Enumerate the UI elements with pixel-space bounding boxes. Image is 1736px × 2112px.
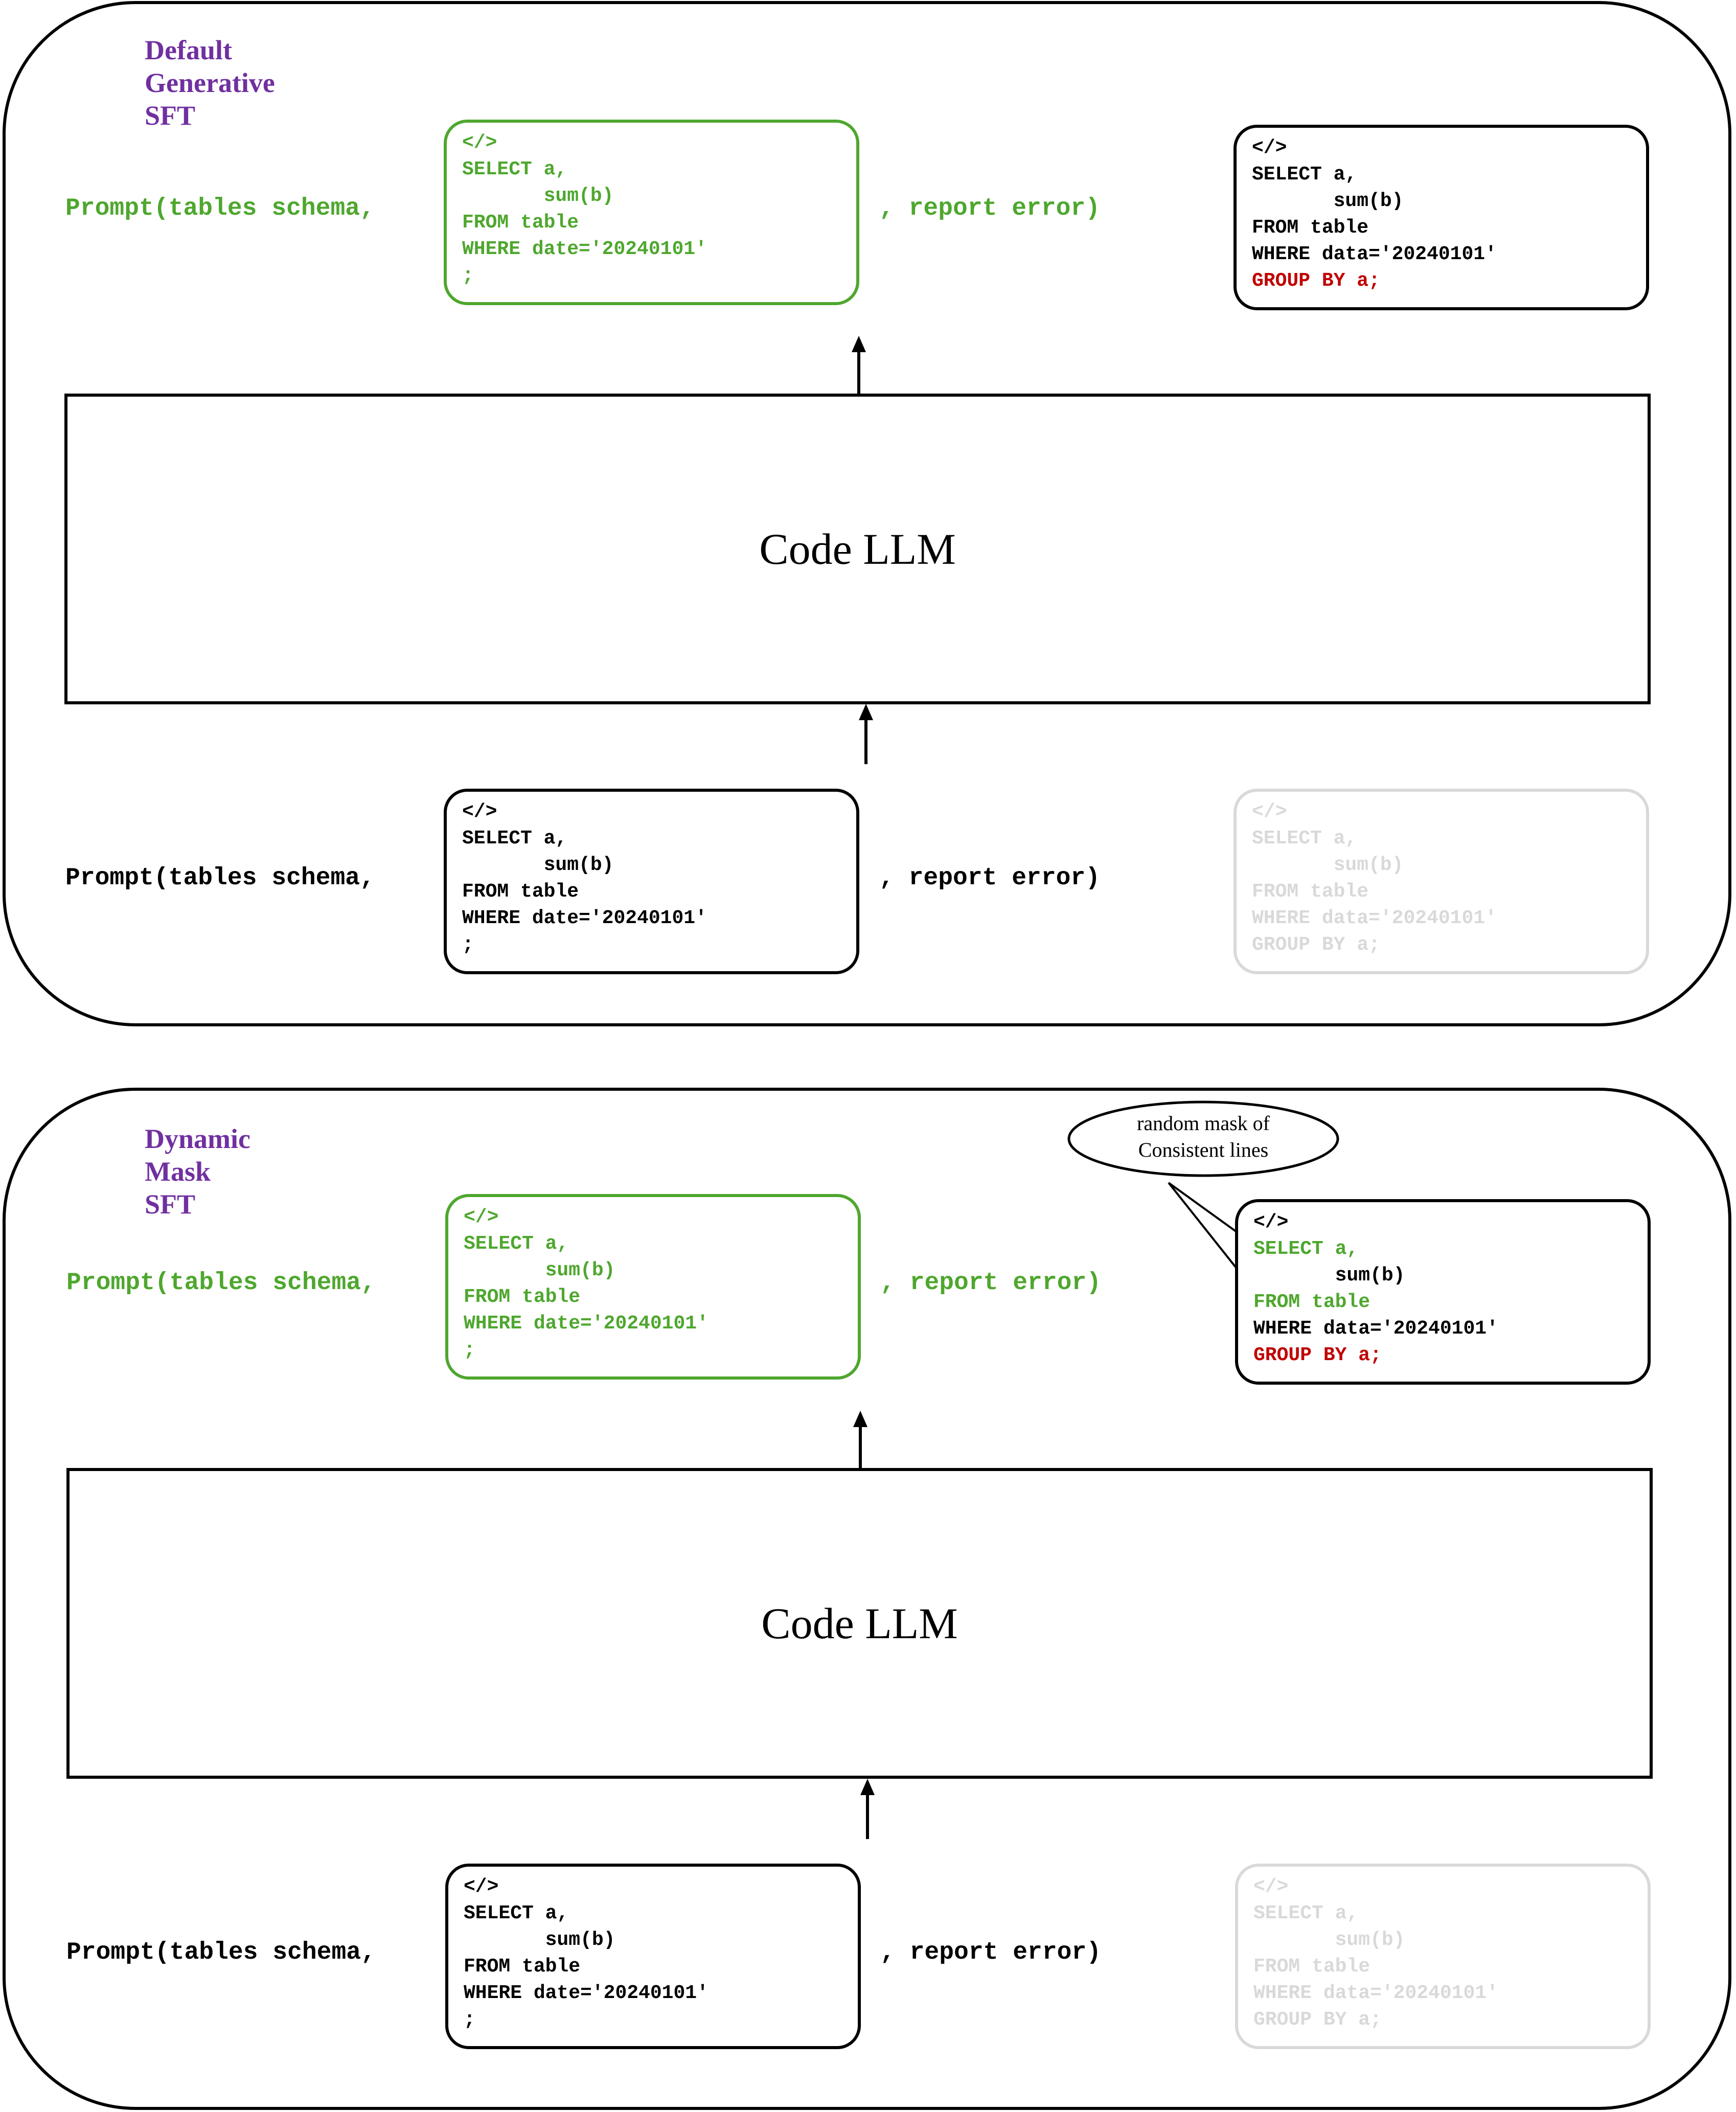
prompt-prefix: Prompt(tables schema,	[66, 1269, 376, 1297]
code-llm-box: Code LLM	[66, 1468, 1653, 1779]
code-box-erroneous: </> SELECT a, sum(b) FROM table WHERE da…	[1234, 125, 1649, 310]
code-llm-label: Code LLM	[761, 1599, 958, 1648]
callout-text: random mask of Consistent lines	[1137, 1112, 1270, 1161]
code-box-faded: </> SELECT a, sum(b) FROM table WHERE da…	[1235, 1864, 1651, 2049]
arrow-output	[853, 1411, 867, 1468]
prompt-prefix: Prompt(tables schema,	[65, 195, 375, 222]
code-box-target: </> SELECT a, sum(b) FROM table WHERE da…	[444, 120, 859, 305]
code-box-faded: </> SELECT a, sum(b) FROM table WHERE da…	[1234, 789, 1649, 974]
code-box-input: </> SELECT a, sum(b) FROM table WHERE da…	[444, 789, 859, 974]
prompt-suffix: , report error)	[880, 1269, 1102, 1297]
prompt-prefix: Prompt(tables schema,	[66, 1939, 376, 1966]
arrow-input	[859, 704, 873, 764]
prompt-suffix: , report error)	[879, 195, 1101, 222]
prompt-suffix: , report error)	[879, 864, 1101, 892]
code-box-masked: </> SELECT a, sum(b) FROM table WHERE da…	[1235, 1199, 1651, 1385]
prompt-prefix: Prompt(tables schema,	[65, 864, 375, 892]
panel-title-dynamic-mask-sft: Dynamic Mask SFT	[145, 1123, 250, 1220]
arrow-input	[860, 1779, 875, 1839]
prompt-suffix: , report error)	[880, 1939, 1102, 1966]
code-box-target: </> SELECT a, sum(b) FROM table WHERE da…	[445, 1194, 861, 1380]
arrow-output	[852, 336, 866, 394]
panel-title-default-generative-sft: Default Generative SFT	[145, 35, 275, 131]
code-box-input: </> SELECT a, sum(b) FROM table WHERE da…	[445, 1864, 861, 2049]
code-llm-box: Code LLM	[64, 394, 1651, 704]
callout-ellipse	[1067, 1100, 1339, 1177]
code-llm-label: Code LLM	[759, 524, 956, 573]
